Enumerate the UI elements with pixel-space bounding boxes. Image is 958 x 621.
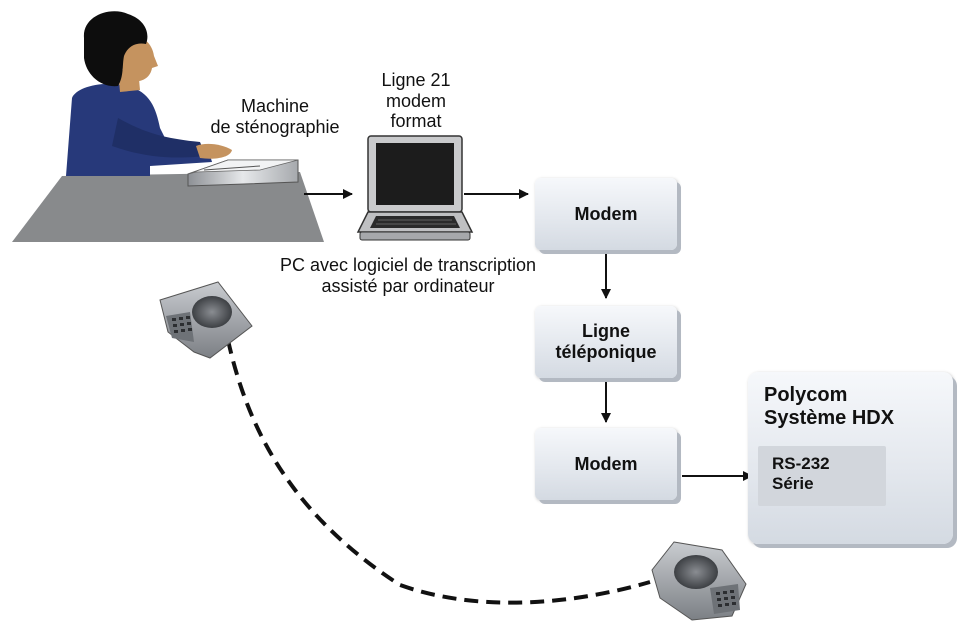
person-arm-icon: [112, 118, 206, 158]
modem-bottom-label: Modem: [574, 453, 638, 474]
rs232-label: RS-232 Série: [772, 454, 830, 494]
modem-box-top: Modem: [535, 178, 677, 250]
polycom-hdx-title: Polycom Système HDX: [764, 384, 895, 429]
polycom-hdx-box: Polycom Système HDX RS-232 Série: [748, 372, 953, 544]
conference-phone-icon: [159, 281, 253, 359]
stenography-machine-icon: [187, 159, 299, 187]
stenography-machine-label: Machine de sténographie: [210, 96, 340, 137]
court-reporter-illustration: [12, 11, 324, 242]
conference-phone-icon: [651, 541, 747, 621]
modem-top-label: Modem: [574, 203, 638, 224]
pc-caption-label: PC avec logiciel de transcription assist…: [279, 255, 537, 296]
line21-modem-format-label: Ligne 21 modem format: [381, 70, 451, 132]
table-icon: [12, 172, 324, 242]
rs232-port-box: RS-232 Série: [758, 446, 886, 506]
person-hair-icon: [83, 11, 148, 87]
phone-line-box: Ligne téléponique: [535, 306, 677, 378]
dashed-phone-link: [226, 339, 651, 605]
modem-box-bottom: Modem: [535, 428, 677, 500]
laptop-icon: [356, 135, 474, 241]
phone-line-label: Ligne téléponique: [555, 321, 657, 362]
person-hand-icon: [196, 143, 232, 159]
